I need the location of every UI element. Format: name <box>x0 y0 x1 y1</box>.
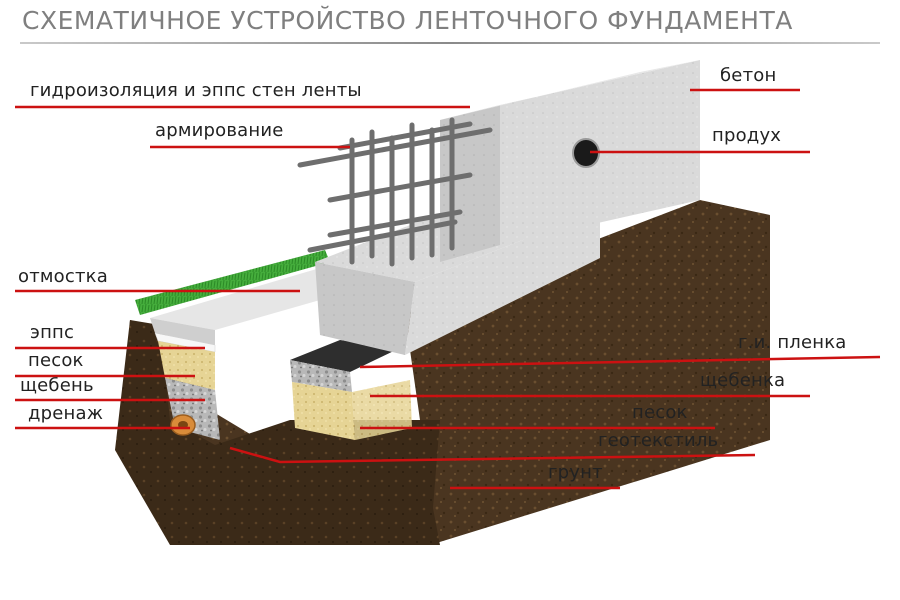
gravel-layer-footing <box>290 360 352 392</box>
sand-layer-left <box>158 341 215 390</box>
label-sand-left: песок <box>28 350 84 371</box>
film-layer <box>290 340 400 372</box>
leader-geotextile <box>229 446 756 464</box>
grass-strip <box>135 250 330 315</box>
label-geotextile: геотекстиль <box>598 430 719 451</box>
label-film: г.и. пленка <box>738 332 847 353</box>
leader-lines <box>15 88 881 490</box>
leader-film <box>359 355 881 369</box>
label-eps: эппс <box>30 322 75 343</box>
label-concrete: бетон <box>720 65 777 86</box>
page-title: СХЕМАТИЧНОЕ УСТРОЙСТВО ЛЕНТОЧНОГО ФУНДАМ… <box>22 6 793 35</box>
title-underline <box>20 42 880 44</box>
label-gravel: щебенка <box>700 370 786 391</box>
label-drainage: дренаж <box>28 403 104 424</box>
rebar-cage <box>297 117 493 267</box>
blind-area-top <box>150 268 320 330</box>
label-vent: продух <box>712 125 782 146</box>
footing-front <box>315 262 415 355</box>
sand-layer-footing <box>292 382 355 440</box>
label-blind-area: отмостка <box>18 266 108 287</box>
soil-lower-step <box>215 420 440 545</box>
label-soil: грунт <box>548 462 603 483</box>
label-waterproofing: гидроизоляция и эппс стен ленты <box>30 80 362 101</box>
label-sand-right: песок <box>632 402 688 423</box>
footing-side <box>405 210 600 355</box>
label-crushed-stone: щебень <box>20 375 94 396</box>
vent-hole <box>573 139 599 167</box>
label-reinforcement: армирование <box>155 120 284 141</box>
blind-area-front <box>150 318 215 345</box>
